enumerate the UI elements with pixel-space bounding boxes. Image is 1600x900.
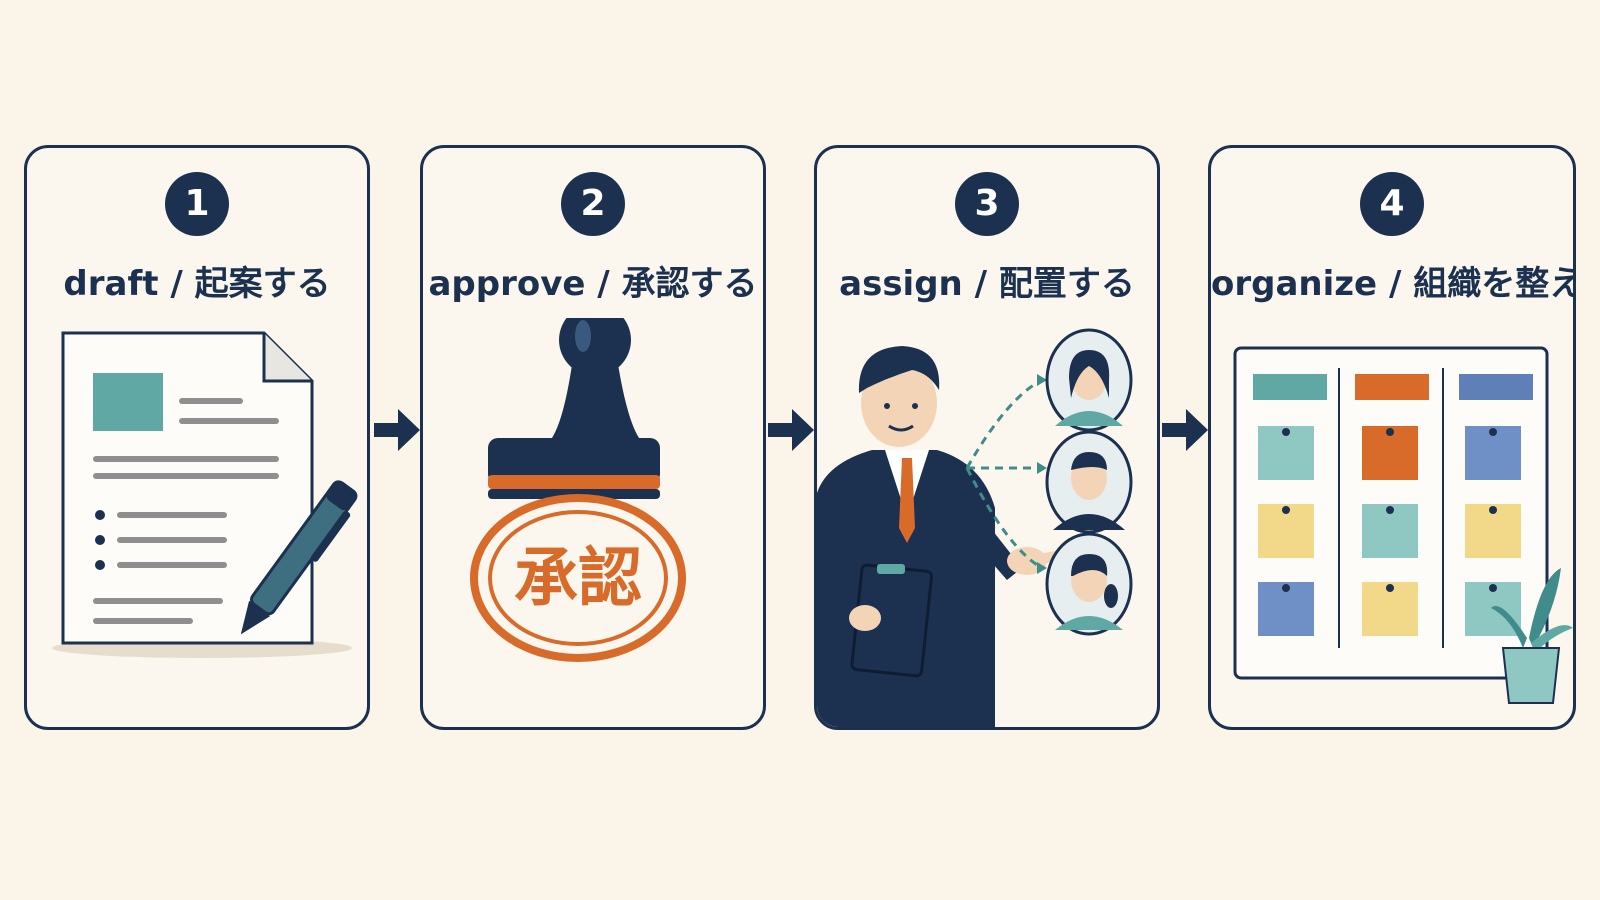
step-title: organize / 組織を整える [1211, 264, 1576, 304]
step-card-assign: 3 assign / 配置する [814, 145, 1160, 730]
step-title: approve / 承認する [428, 264, 758, 304]
pen-icon [240, 480, 358, 635]
person-avatar-icon [1045, 532, 1133, 636]
arrow-right-icon [768, 409, 814, 451]
person-avatar-icon [1045, 430, 1133, 534]
step-number-badge: 1 [165, 172, 229, 236]
document-icon [52, 331, 358, 658]
step-card-draft: 1 draft / 起案する [24, 145, 370, 730]
manager-icon [817, 328, 1133, 727]
board-icon [1233, 346, 1573, 704]
sticky-note-icon [1258, 426, 1521, 636]
step-card-organize: 4 organize / 組織を整える [1208, 145, 1576, 730]
stamp-text: 承認 [514, 542, 642, 616]
arrow-right-icon [374, 409, 420, 451]
plant-icon [1491, 568, 1573, 704]
step-number-badge: 4 [1360, 172, 1424, 236]
step-title: draft / 起案する [63, 264, 331, 304]
step-number-badge: 2 [561, 172, 625, 236]
step-card-approve: 2 approve / 承認する 承認 [420, 145, 766, 730]
step-number-badge: 3 [955, 172, 1019, 236]
stamp-icon: 承認 [470, 318, 686, 662]
person-avatar-icon [1045, 328, 1133, 432]
step-title: assign / 配置する [839, 264, 1135, 304]
arrow-right-icon [1162, 409, 1208, 451]
